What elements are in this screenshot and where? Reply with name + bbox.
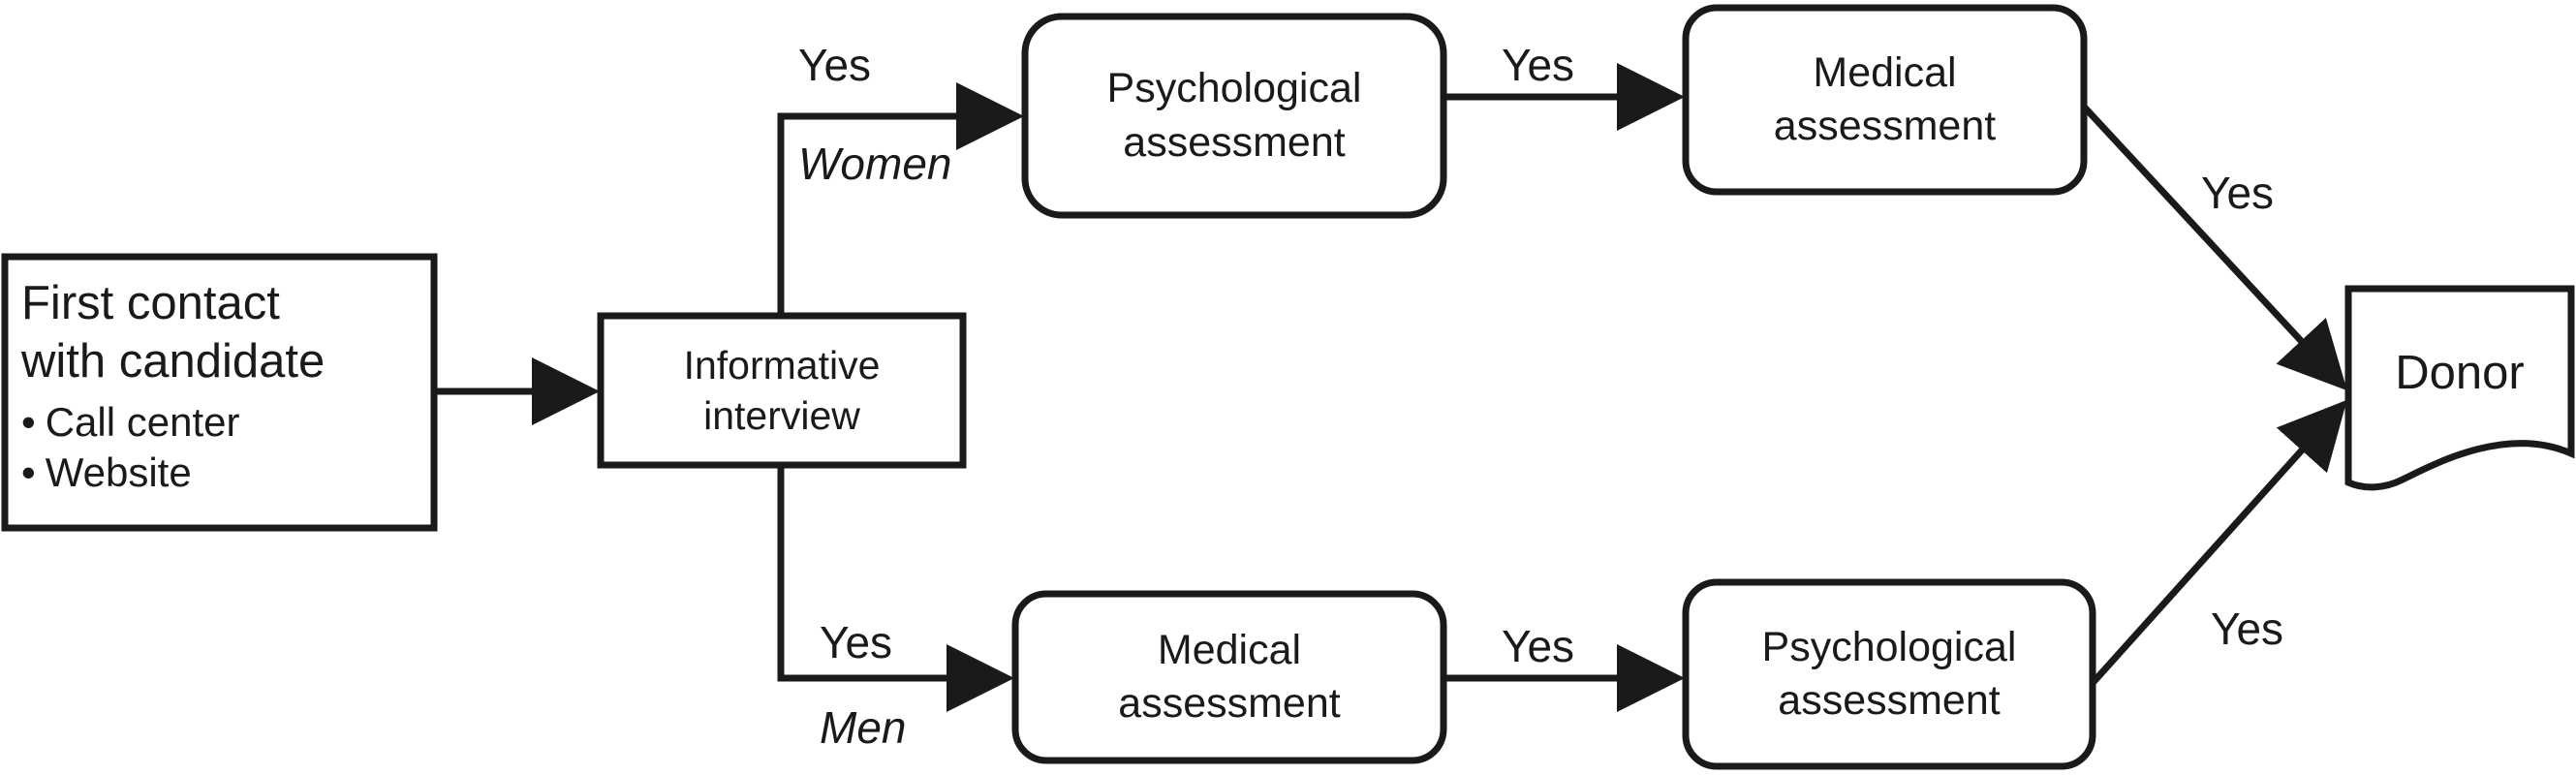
edge-label-men: Men <box>820 702 907 753</box>
informative-interview-box <box>597 312 967 469</box>
men-psychological-label: Psychological assessment <box>1686 582 2093 766</box>
women-medical-label: Medical assessment <box>1686 8 2084 192</box>
first-contact-title-line2: with candidate <box>21 334 326 388</box>
men-medical-label: Medical assessment <box>1015 594 1443 760</box>
informative-interview-line1: Informative <box>683 342 881 388</box>
informative-interview-line2: interview <box>703 393 860 438</box>
first-contact-text: First contact with candidate Call center… <box>21 275 428 499</box>
women-medical-line1: Medical <box>1813 48 1957 96</box>
edge-label-yes-women-medical: Yes <box>1502 40 1575 90</box>
women-medical-box <box>1682 4 2088 196</box>
informative-interview-label: Informative interview <box>601 316 963 465</box>
edge-label-yes-men-donor: Yes <box>2211 604 2284 654</box>
women-psychological-box <box>1021 13 1447 219</box>
donor-label: Donor <box>2348 310 2571 436</box>
edge-label-yes-men-psych: Yes <box>1502 621 1575 671</box>
first-contact-title-line1: First contact <box>21 277 280 329</box>
men-psychological-line1: Psychological <box>1761 623 2017 670</box>
edge-label-yes-women-donor: Yes <box>2201 168 2275 218</box>
edge-label-women: Women <box>798 139 952 189</box>
women-psychological-label: Psychological assessment <box>1025 16 1443 215</box>
women-medical-line2: assessment <box>1773 103 1997 149</box>
donor-document-shape <box>2344 285 2575 491</box>
men-psychological-line2: assessment <box>1778 677 2001 724</box>
first-contact-channel-list: Call center Website <box>21 397 428 500</box>
donor-text: Donor <box>2395 346 2525 399</box>
men-psychological-box <box>1682 578 2096 770</box>
men-medical-line1: Medical <box>1157 626 1302 673</box>
branch-men-line <box>777 465 1014 712</box>
edge-label-yes-men-medical: Yes <box>820 617 893 667</box>
arrow-men-psych-to-donor <box>2090 399 2347 686</box>
arrow-women-medical-to-donor <box>2081 104 2347 391</box>
men-medical-line2: assessment <box>1118 680 1341 727</box>
branch-women-line <box>777 82 1024 316</box>
women-psychological-line1: Psychological <box>1106 65 1362 112</box>
channel-call-center: Call center <box>21 397 428 449</box>
edge-label-yes-women-psych: Yes <box>798 40 872 90</box>
women-psychological-line2: assessment <box>1123 118 1346 166</box>
channel-website: Website <box>21 448 428 499</box>
